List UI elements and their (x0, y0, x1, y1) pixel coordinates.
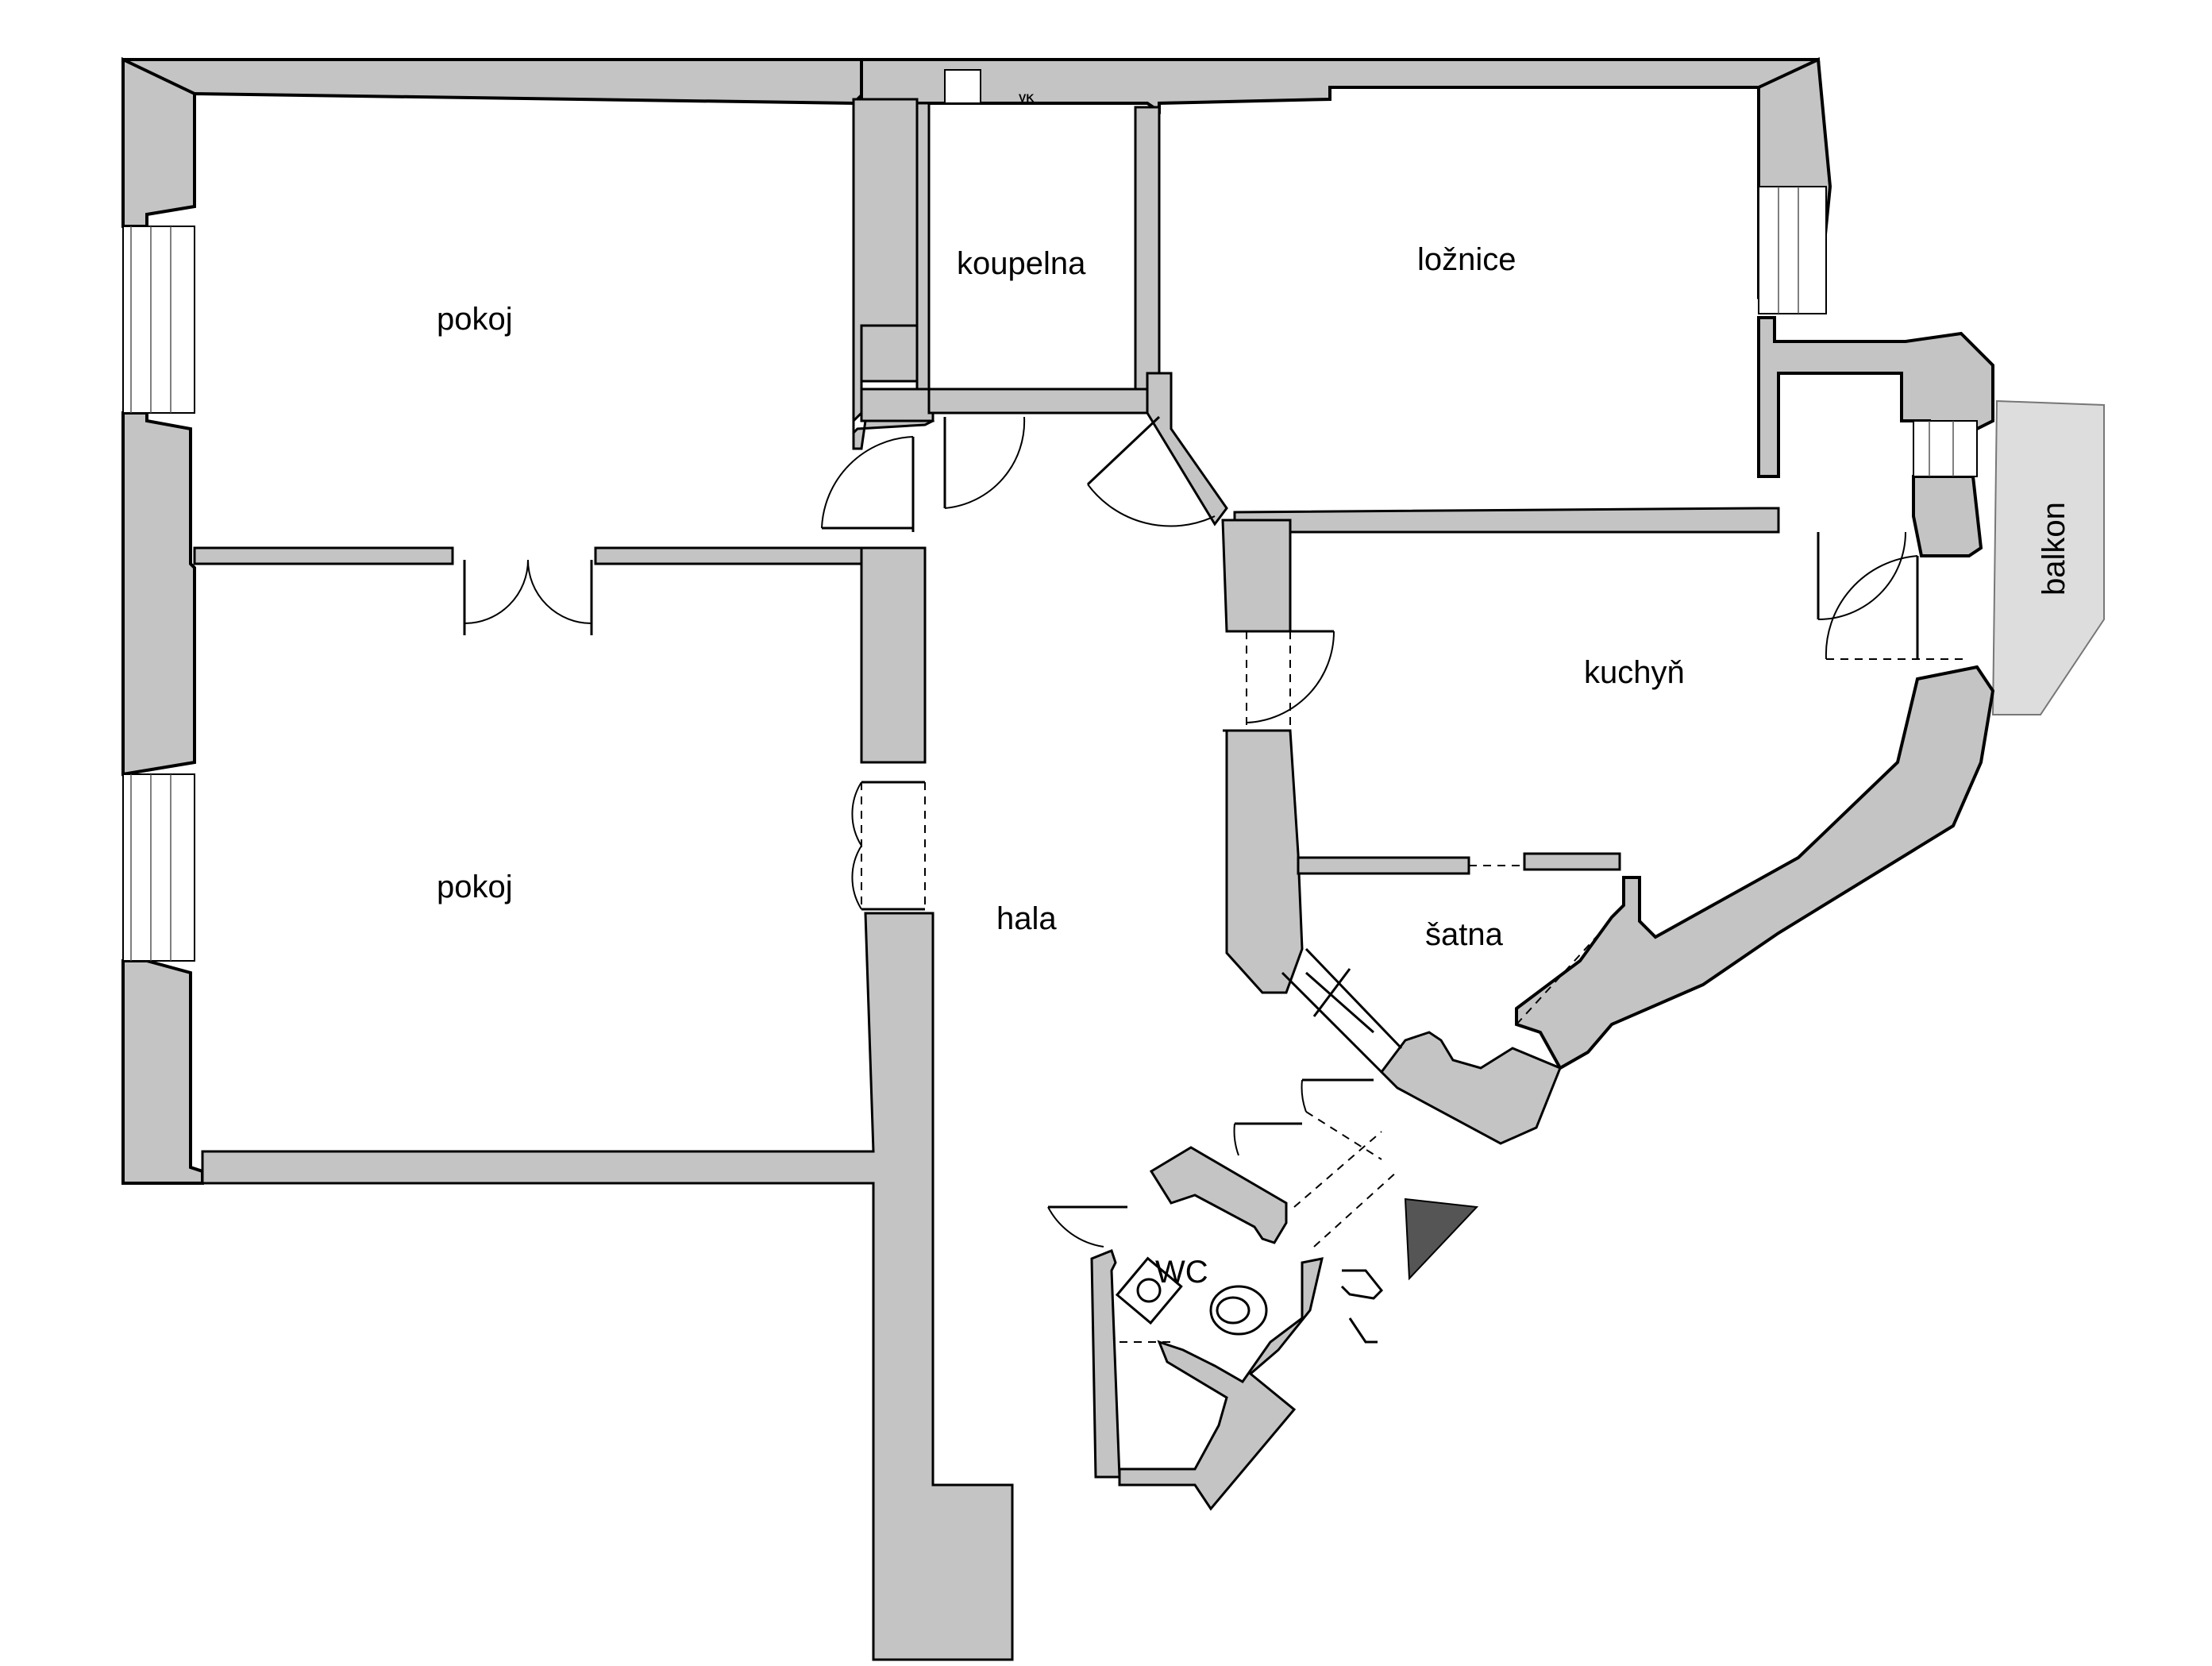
room-label-pokoj-top: pokoj (437, 302, 513, 337)
satna-threshold (1516, 932, 1601, 1025)
window-balcony (1913, 420, 1978, 477)
door-satna (1281, 947, 1403, 1074)
outer-wall-diagonal (1515, 665, 1995, 1070)
wall-kuchyn-left-lower (1223, 729, 1304, 994)
wall-wc-left (1090, 1249, 1121, 1479)
toilet-seat-icon (1216, 1296, 1251, 1325)
washbasin-bowl-icon (1136, 1278, 1162, 1303)
door-entry-1 (1301, 1078, 1382, 1160)
wall-koupelna-bottom-left (860, 388, 935, 422)
room-label-satna: šatna (1425, 917, 1504, 952)
door-wc (1047, 1205, 1127, 1248)
door-kuchyn-top (1817, 531, 1906, 620)
wall-loznice-left (1146, 372, 1228, 526)
wall-koupelna-left (915, 102, 931, 391)
room-label-loznice: ložnice (1417, 242, 1516, 277)
outer-wall-right-column (1912, 475, 1983, 557)
entry-threshold (1293, 1131, 1382, 1208)
door-kuchyn (1246, 630, 1335, 731)
vk-label: VK (1019, 91, 1034, 104)
door-entry-2 (1233, 1122, 1302, 1156)
balcony-area (1991, 399, 2105, 715)
door-koupelna (943, 416, 1026, 509)
north-arrow-icon (1404, 1197, 1479, 1281)
outer-wall-top-right (860, 58, 1829, 189)
wall-koupelna-bottom (927, 388, 1149, 415)
wall-hall-left-upper (860, 546, 927, 764)
door-balcony (1825, 555, 1969, 660)
wall-between-pokoj-2 (594, 546, 863, 565)
wall-kuchyn-satna-right (1523, 852, 1621, 871)
wall-wc-top (1149, 1146, 1288, 1244)
door-pokoj-bottom-hala (851, 781, 926, 911)
entry-frame (1340, 1269, 1384, 1300)
room-label-wc: WC (1155, 1255, 1208, 1290)
door-loznice (1086, 415, 1216, 527)
entry-threshold-2 (1313, 1170, 1398, 1248)
outer-wall-left-pier-1 (121, 411, 196, 777)
door-pokoj-top-hala (821, 436, 915, 532)
outer-wall-top-left (121, 58, 863, 106)
wall-hall-left-lower (201, 912, 1014, 1661)
room-label-kuchyn: kuchyň (1584, 655, 1685, 690)
window-left-1 (122, 226, 195, 414)
wc-fixtures (1115, 1256, 1268, 1343)
entry-frame-2 (1348, 1317, 1378, 1344)
window-left-2 (122, 773, 195, 962)
wall-loznice-bottom (1233, 507, 1780, 546)
vk-box (944, 69, 981, 104)
wall-wc-bottom (1118, 1257, 1324, 1511)
wall-between-pokoj (193, 546, 454, 565)
room-label-koupelna: koupelna (957, 246, 1086, 281)
wall-satna-bottom (1380, 1031, 1562, 1145)
room-label-pokoj-bottom: pokoj (437, 870, 513, 904)
room-label-balkon: balkon (2037, 502, 2071, 596)
window-right (1758, 186, 1827, 314)
wall-kuchyn-left (1221, 519, 1292, 633)
wall-koupelna-right (1134, 106, 1161, 391)
wall-kuchyn-satna (1297, 856, 1470, 875)
room-label-hala: hala (996, 901, 1057, 936)
koupelna-niche (860, 324, 919, 383)
outer-wall-left-pier-2 (121, 959, 204, 1185)
door-between-pokoj (463, 559, 593, 635)
